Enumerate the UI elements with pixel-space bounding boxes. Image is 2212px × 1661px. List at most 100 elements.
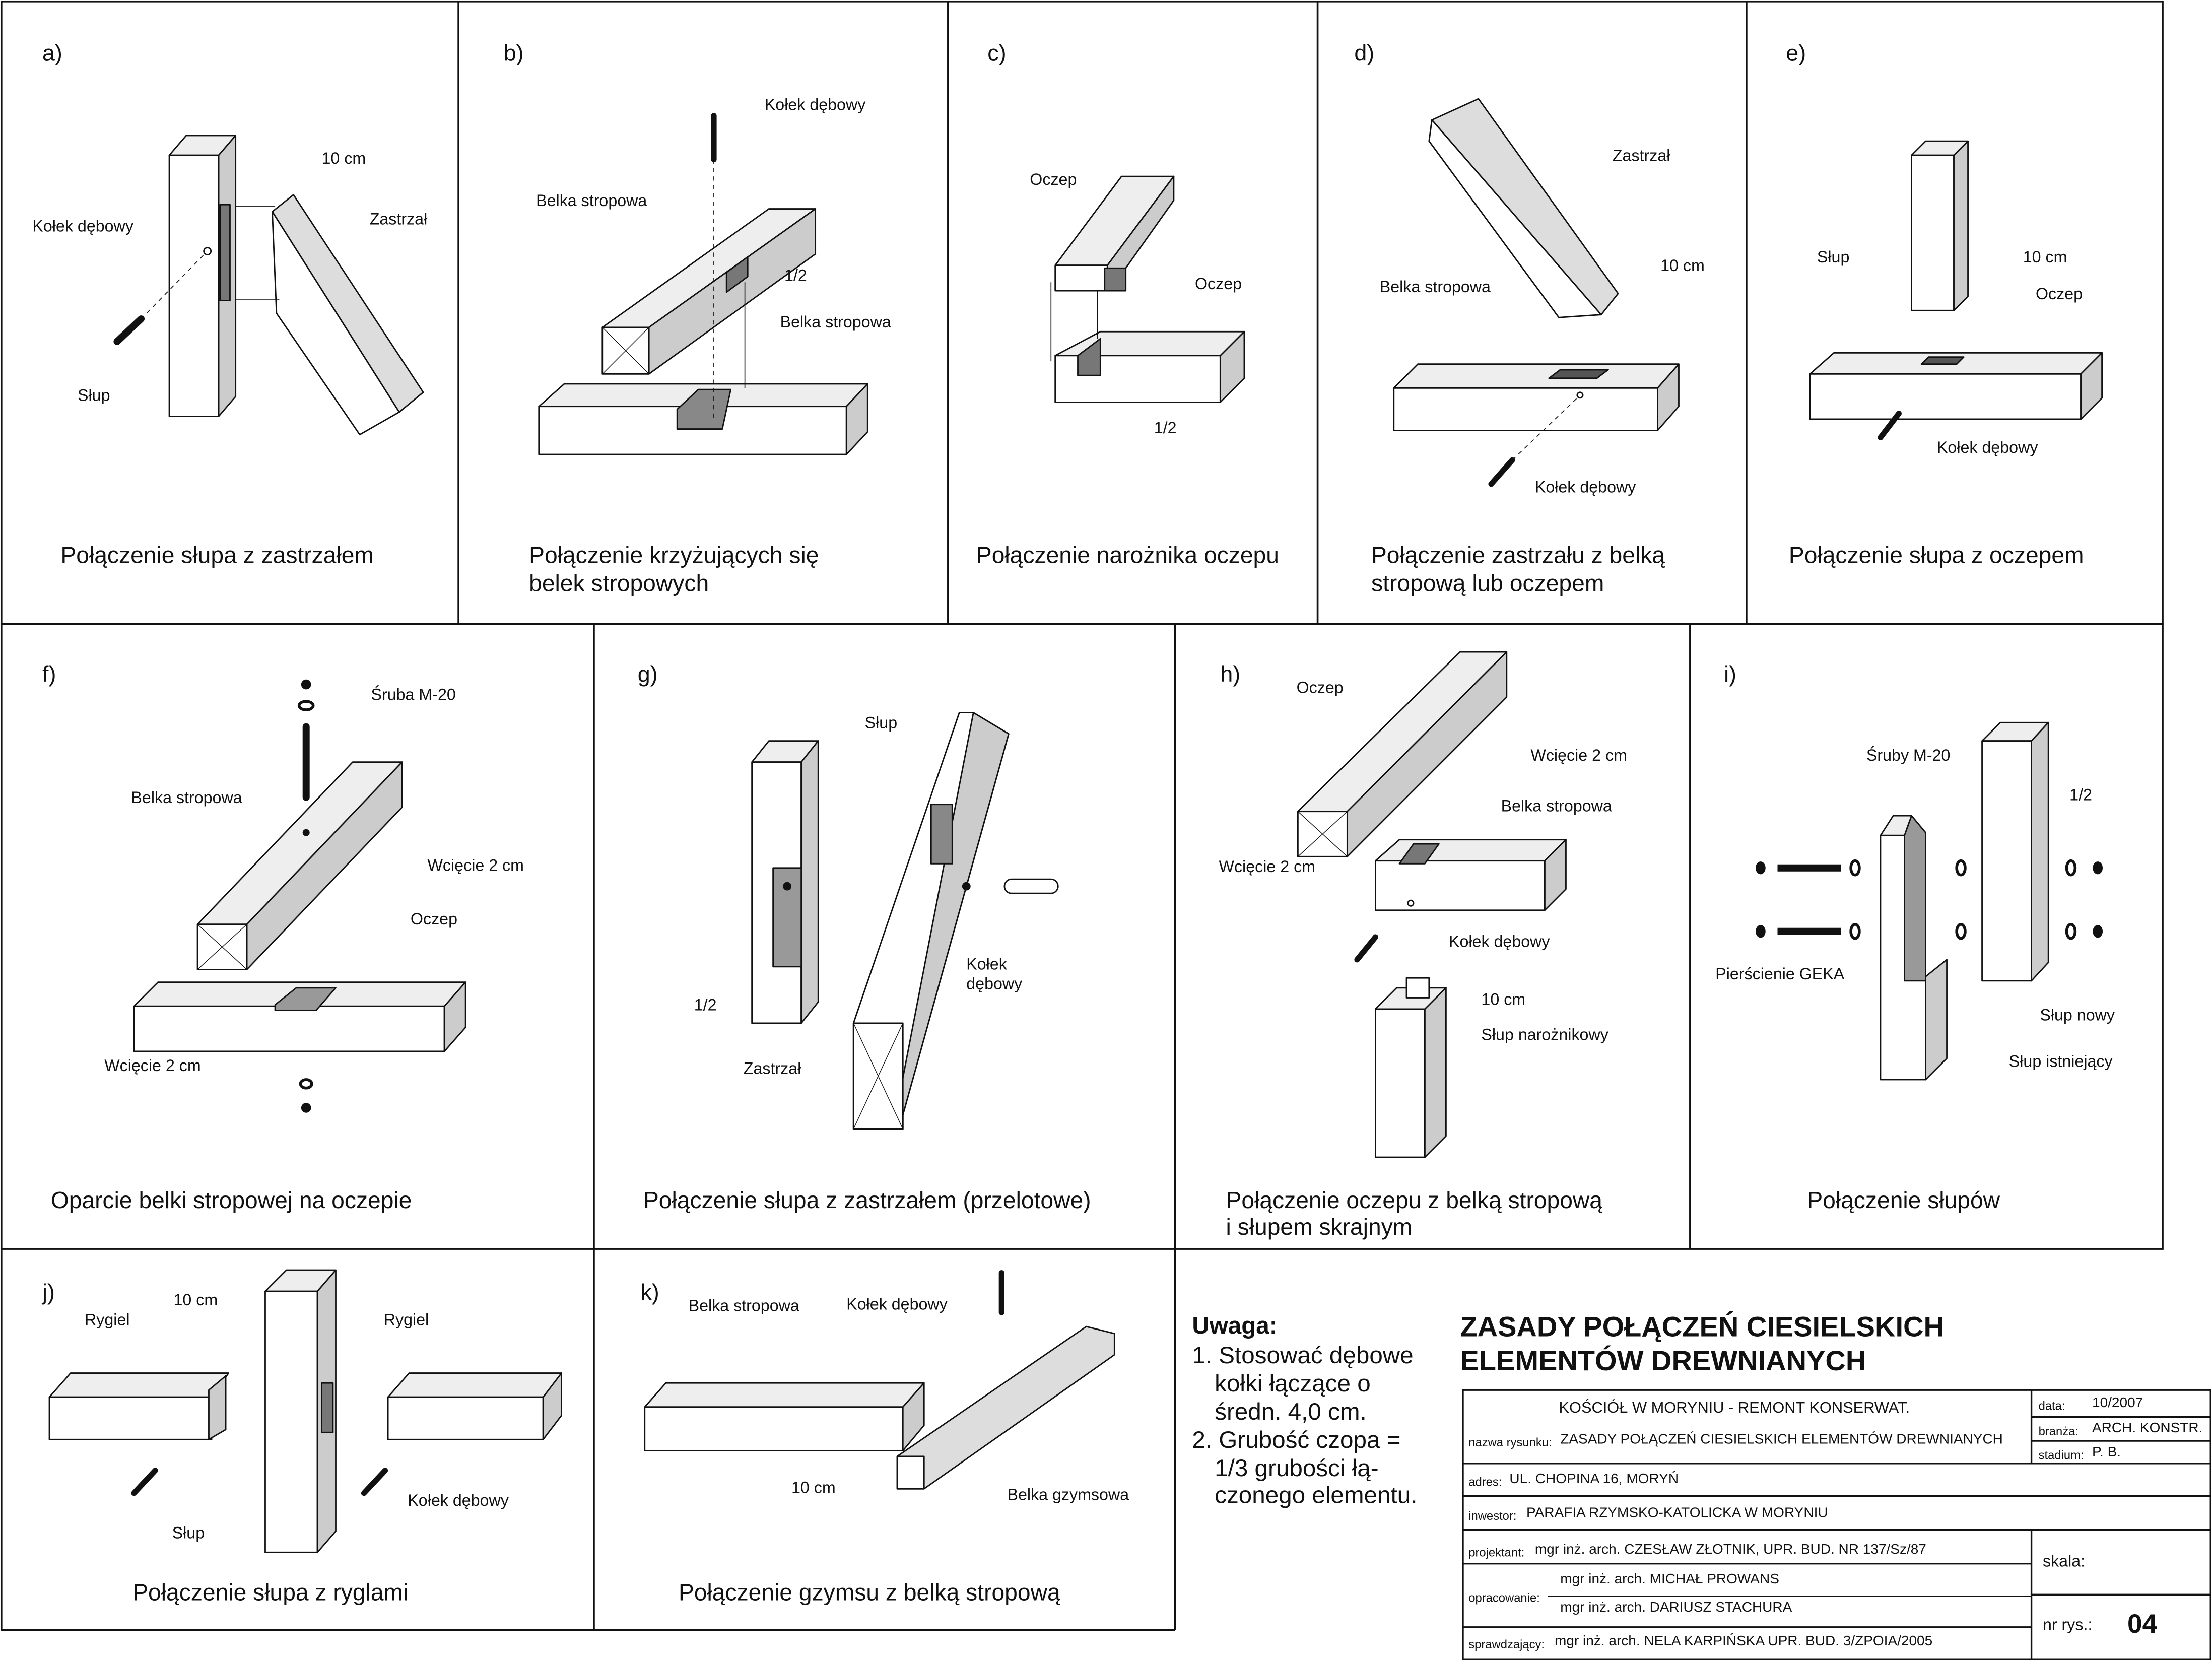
panel-j-caption: Połączenie słupa z ryglami bbox=[132, 1580, 409, 1606]
label: Śruba M-20 bbox=[371, 687, 456, 704]
checker-value: mgr inż. arch. NELA KARPIŃSKA UPR. BUD. … bbox=[1555, 1634, 1933, 1650]
panel-k-caption: Połączenie gzymsu z belką stropową bbox=[678, 1580, 1060, 1606]
label: Belka stropowa bbox=[780, 314, 891, 332]
label: Słup narożnikowy bbox=[1481, 1027, 1608, 1044]
panel-b-caption: belek stropowych bbox=[529, 571, 709, 597]
checker-label: sprawdzający: bbox=[1468, 1637, 1545, 1651]
sheet-title: ZASADY POŁĄCZEŃ CIESIELSKICH ELEMENTÓW D… bbox=[1460, 1311, 1944, 1378]
label: 10 cm bbox=[1481, 992, 1526, 1009]
drawing-k bbox=[644, 1270, 1115, 1490]
label: Kołek dębowy bbox=[1936, 440, 2038, 457]
panel-f-letter: f) bbox=[42, 663, 56, 688]
sheet-title-line: ZASADY POŁĄCZEŃ CIESIELSKICH bbox=[1460, 1312, 1944, 1344]
label: Belka stropowa bbox=[536, 193, 647, 211]
drawing-c bbox=[1050, 175, 1245, 403]
date-value: 10/2007 bbox=[2092, 1396, 2143, 1412]
label: Wcięcie 2 cm bbox=[1219, 859, 1316, 877]
investor-value: PARAFIA RZYMSKO-KATOLICKA W MORYNIU bbox=[1526, 1505, 1828, 1521]
address-value: UL. CHOPINA 16, MORYŃ bbox=[1509, 1472, 1679, 1488]
project-name: KOŚCIÓŁ W MORYNIU - REMONT KONSERWAT. bbox=[1559, 1400, 1910, 1417]
panel-d-caption: stropową lub oczepem bbox=[1371, 571, 1604, 597]
label: 10 cm bbox=[791, 1480, 836, 1498]
branch-label: branża: bbox=[2038, 1424, 2079, 1438]
label: 1/2 bbox=[2069, 787, 2092, 805]
label: Słup bbox=[1817, 249, 1850, 267]
label: Pierścienie GEKA bbox=[1715, 966, 1845, 984]
label: Rygiel bbox=[383, 1312, 429, 1330]
designer-value: mgr inż. arch. CZESŁAW ZŁOTNIK, UPR. BUD… bbox=[1534, 1542, 1926, 1558]
label: Oczep bbox=[1030, 172, 1077, 189]
label: Belka gzymsowa bbox=[1007, 1487, 1129, 1505]
label: Oczep bbox=[1296, 680, 1344, 697]
prepared-value: mgr inż. arch. MICHAŁ PROWANS bbox=[1560, 1572, 1779, 1588]
label: Słup istniejący bbox=[2008, 1054, 2113, 1072]
notes-heading: Uwaga: bbox=[1192, 1312, 1278, 1340]
panel-i-letter: i) bbox=[1724, 663, 1736, 688]
label: Zastrzał bbox=[369, 212, 428, 229]
label: 1/2 bbox=[694, 998, 717, 1015]
label: Zastrzał bbox=[1612, 148, 1670, 165]
note-line: 2. Grubość czopa = bbox=[1192, 1427, 1401, 1454]
label: Oczep bbox=[1194, 277, 1242, 294]
panel-c-letter: c) bbox=[987, 42, 1007, 67]
label: Śruby M-20 bbox=[1866, 748, 1951, 765]
label: Belka stropowa bbox=[131, 790, 242, 808]
scale-label: skala: bbox=[2042, 1554, 2086, 1571]
panel-k-letter: k) bbox=[640, 1281, 659, 1306]
label: 10 cm bbox=[173, 1292, 218, 1310]
label: Kołek bbox=[966, 957, 1007, 974]
label: Wcięcie 2 cm bbox=[104, 1058, 201, 1076]
date-label: data: bbox=[2038, 1398, 2065, 1413]
panel-g-letter: g) bbox=[637, 663, 658, 688]
label: 10 cm bbox=[321, 151, 366, 168]
drawing-name: ZASADY POŁĄCZEŃ CIESIELSKICH ELEMENTÓW D… bbox=[1560, 1432, 2003, 1448]
label: Słup bbox=[864, 715, 898, 733]
label: Wcięcie 2 cm bbox=[1530, 748, 1627, 765]
panel-b-caption: Połączenie krzyżujących się bbox=[529, 543, 819, 569]
panel-j-letter: j) bbox=[42, 1281, 55, 1306]
panel-h-caption: i słupem skrajnym bbox=[1226, 1215, 1413, 1241]
drawing-d bbox=[1393, 98, 1680, 487]
drawing-a bbox=[113, 135, 424, 436]
panel-a-caption: Połączenie słupa z zastrzałem bbox=[60, 543, 374, 569]
label: Oczep bbox=[2035, 286, 2083, 304]
branch-value: ARCH. KONSTR. bbox=[2092, 1421, 2203, 1437]
label: dębowy bbox=[966, 976, 1023, 994]
label: 10 cm bbox=[2023, 249, 2067, 267]
panel-f-caption: Oparcie belki stropowej na oczepie bbox=[50, 1188, 412, 1214]
note-line: czonego elementu. bbox=[1215, 1482, 1418, 1509]
label: Kołek dębowy bbox=[408, 1493, 509, 1510]
investor-label: inwestor: bbox=[1468, 1508, 1517, 1523]
label: Belka stropowa bbox=[1501, 799, 1612, 816]
panel-e-letter: e) bbox=[1786, 42, 1806, 67]
label: Zastrzał bbox=[743, 1061, 801, 1079]
number-label: nr rys.: bbox=[2042, 1617, 2093, 1634]
panel-b-letter: b) bbox=[503, 42, 524, 67]
drawing-e bbox=[1809, 140, 2103, 440]
label: Belka stropowa bbox=[688, 1298, 799, 1315]
drawing-name-label: nazwa rysunku: bbox=[1468, 1435, 1552, 1449]
stage-label: stadium: bbox=[2038, 1448, 2084, 1463]
drawing-f bbox=[133, 679, 466, 1113]
title-block-grid bbox=[1462, 1389, 2211, 1660]
note-line: 1. Stosować dębowe bbox=[1192, 1342, 1414, 1369]
label: 1/2 bbox=[1154, 420, 1177, 438]
panel-e-caption: Połączenie słupa z oczepem bbox=[1788, 543, 2084, 569]
drawing-j bbox=[48, 1269, 562, 1553]
prepared-value: mgr inż. arch. DARIUSZ STACHURA bbox=[1560, 1600, 1792, 1616]
panel-a-letter: a) bbox=[42, 42, 62, 67]
label: Kołek dębowy bbox=[846, 1297, 948, 1314]
panel-h-letter: h) bbox=[1220, 663, 1241, 688]
panel-d-letter: d) bbox=[1354, 42, 1375, 67]
label: Oczep bbox=[410, 911, 458, 929]
drawing-h bbox=[1297, 651, 1567, 1158]
label: Kołek dębowy bbox=[764, 97, 866, 114]
label: Słup bbox=[172, 1525, 205, 1543]
label: 1/2 bbox=[784, 268, 807, 285]
panel-i-caption: Połączenie słupów bbox=[1807, 1188, 2000, 1214]
panel-c-caption: Połączenie narożnika oczepu bbox=[976, 543, 1279, 569]
label: Rygiel bbox=[85, 1312, 130, 1330]
panel-g-caption: Połączenie słupa z zastrzałem (przelotow… bbox=[643, 1188, 1091, 1214]
